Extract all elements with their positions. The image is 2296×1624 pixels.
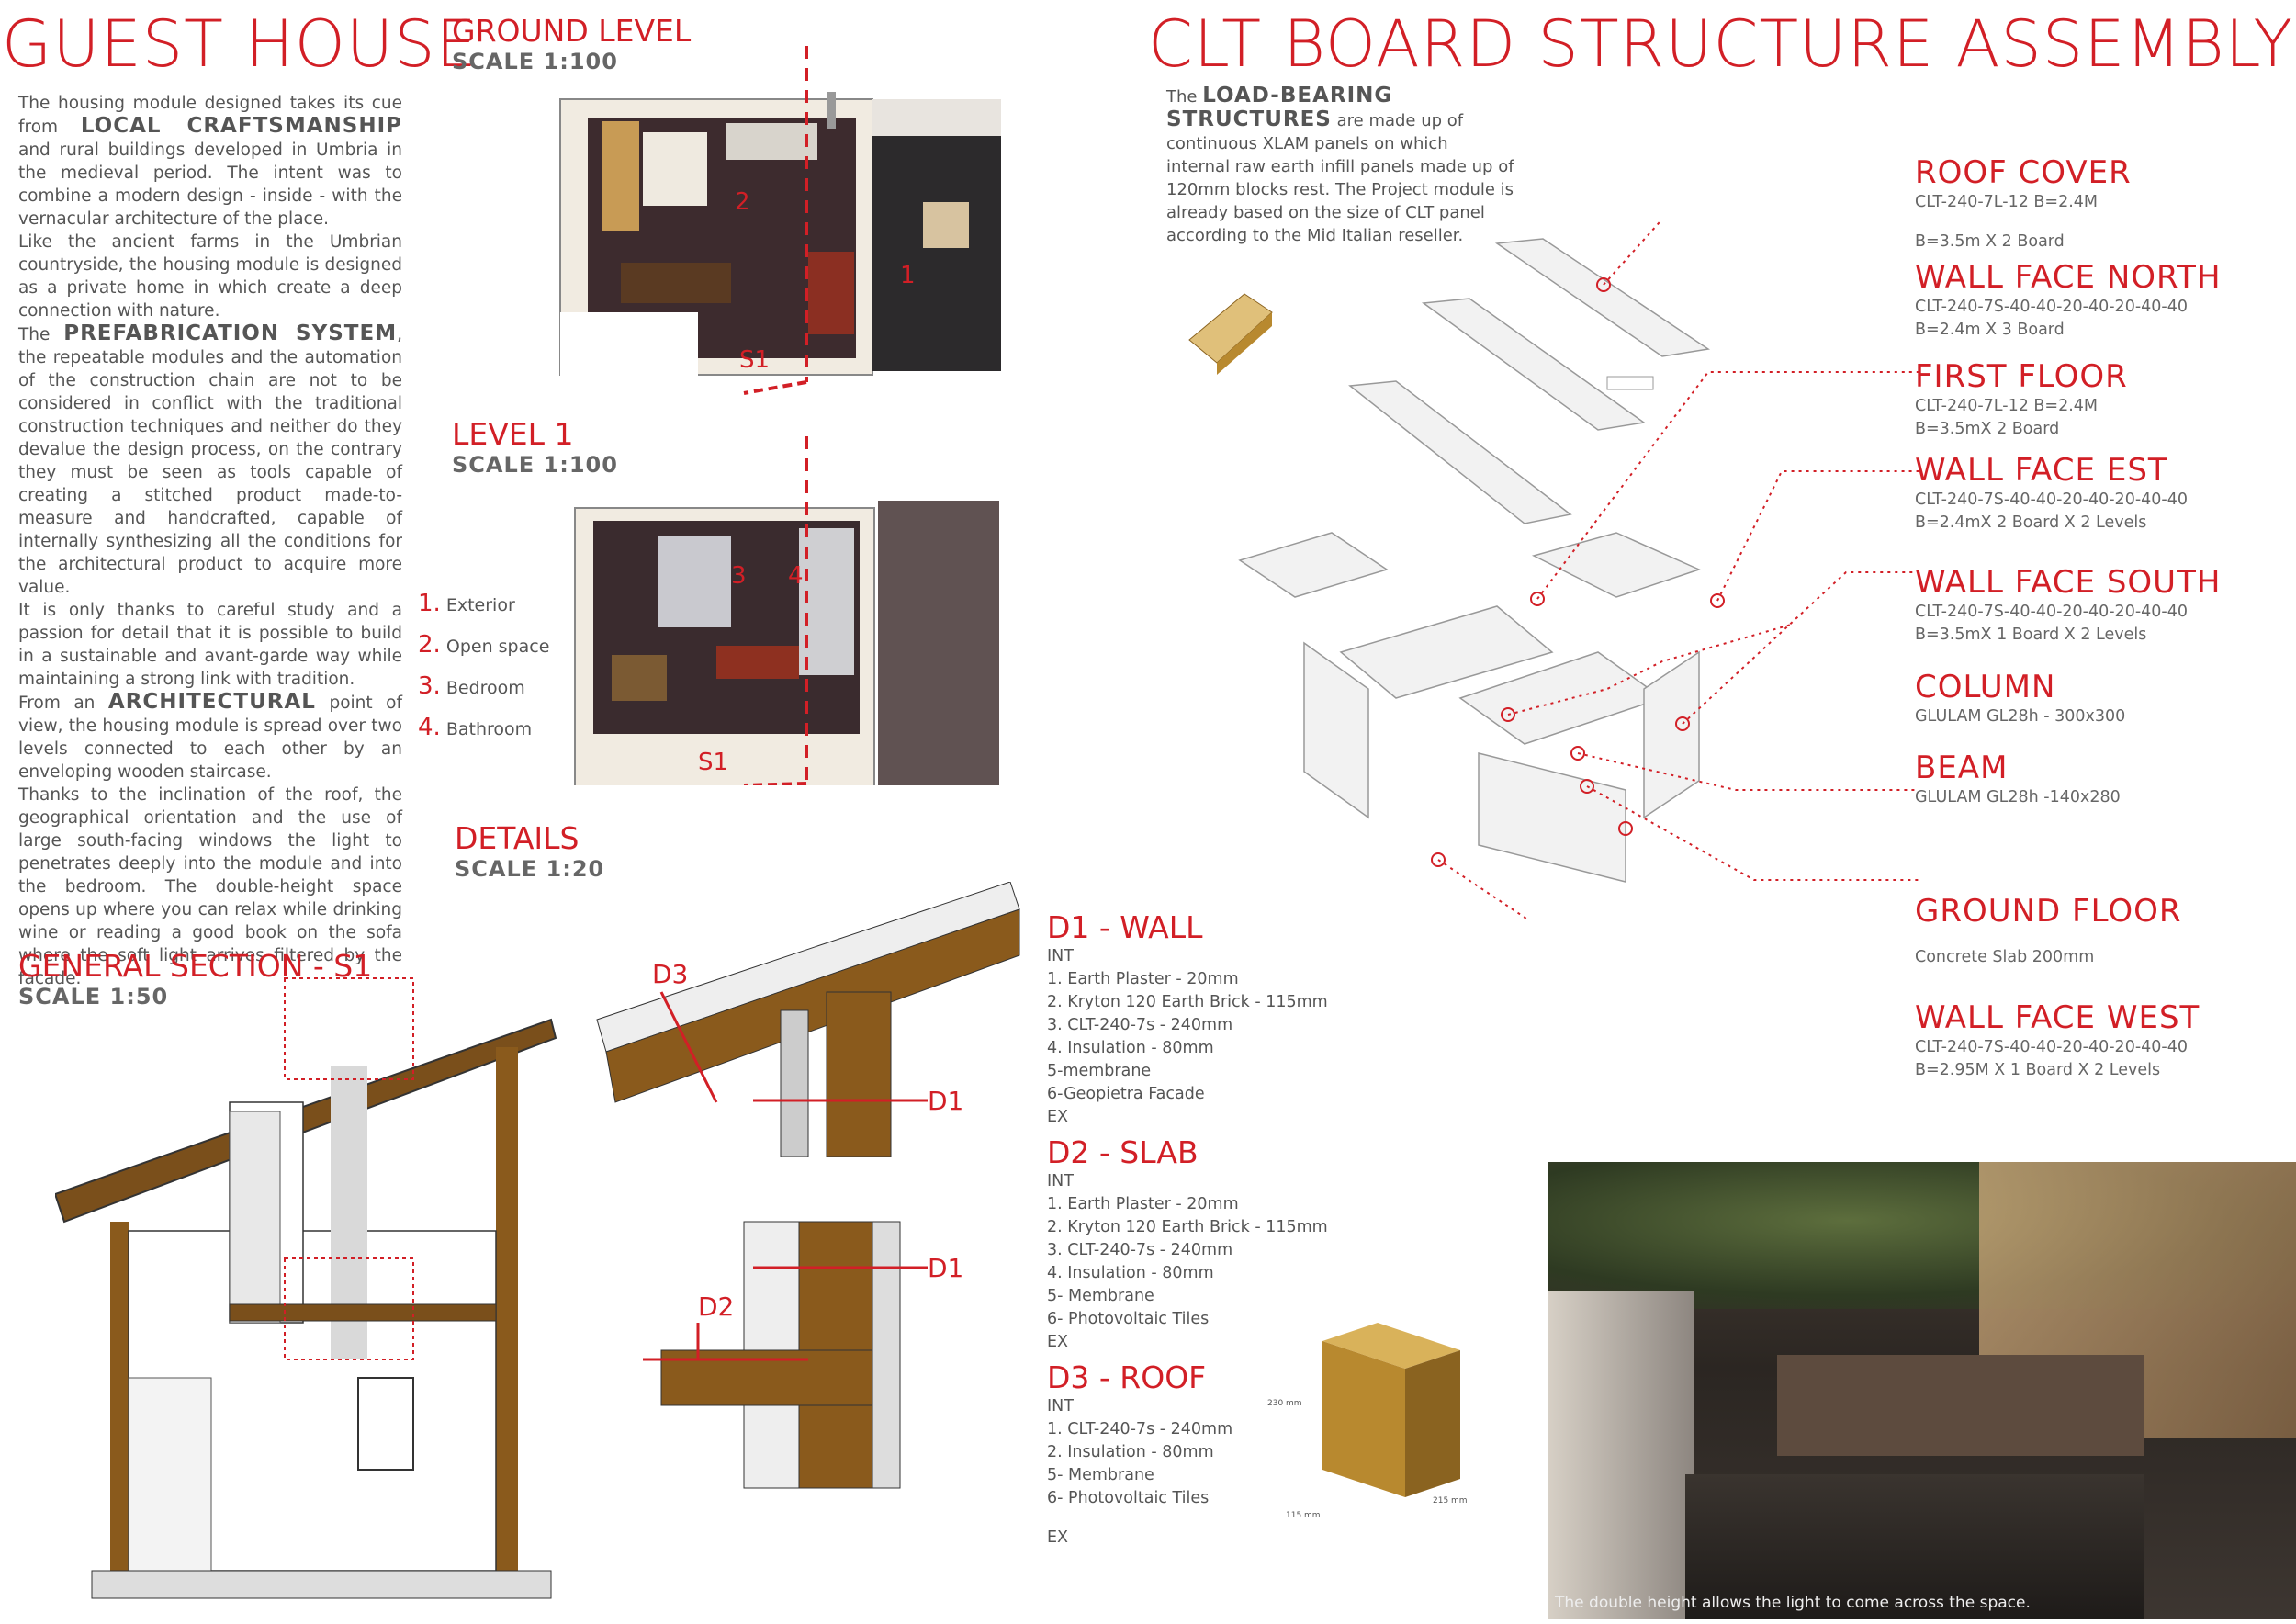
brick-height: 230 mm — [1267, 1399, 1302, 1408]
component-wall-face-south: WALL FACE SOUTH CLT-240-7S-40-40-20-40-2… — [1915, 564, 2222, 644]
component-column: COLUMN GLULAM GL28h - 300x300 — [1915, 669, 2126, 726]
intro-p1-bold: LOCAL CRAFTSMANSHIP — [80, 114, 402, 138]
general-section-title: GENERAL SECTION - S1 — [18, 948, 373, 984]
intro-p3-start: The — [18, 325, 51, 344]
clt-intro: The LOAD-BEARING STRUCTURES are made up … — [1166, 84, 1514, 246]
general-section-scale: SCALE 1:50 — [18, 984, 169, 1009]
d2-list: INT 1. Earth Plaster - 20mm 2. Kryton 12… — [1047, 1172, 1328, 1351]
page-title: GUEST HOUSE — [2, 6, 478, 82]
d1-tag-bottom: D1 — [928, 1253, 963, 1283]
ground-level-plan: 2 1 S1 — [558, 46, 1001, 395]
intro-p3-end: , the repeatable modules and the automat… — [18, 325, 402, 597]
d2-tag: D2 — [698, 1291, 734, 1322]
ground-level-heading: GROUND LEVEL SCALE 1:100 — [452, 13, 691, 74]
intro-p1-end: and rural buildings developed in Umbria … — [18, 141, 402, 229]
details-scale: SCALE 1:20 — [455, 856, 605, 882]
d1-list: INT 1. Earth Plaster - 20mm 2. Kryton 12… — [1047, 947, 1328, 1126]
clt-panel-icon — [1188, 293, 1273, 375]
d3-title: D3 - ROOF — [1047, 1359, 1207, 1395]
room-1-label: 1 — [900, 262, 916, 289]
level1-section-mark: S1 — [698, 749, 729, 776]
intro-p5-start: From an — [18, 694, 96, 713]
interior-render: The double height allows the light to co… — [1548, 1162, 2296, 1619]
details-title: DETAILS — [455, 820, 580, 856]
d1-legend: D1 - WALL INT 1. Earth Plaster - 20mm 2.… — [1047, 909, 1328, 1129]
earth-brick-illustration: 230 mm 115 mm 215 mm — [1267, 1323, 1468, 1520]
brick-width-2: 215 mm — [1433, 1496, 1468, 1506]
component-wall-face-west: WALL FACE WEST CLT-240-7S-40-40-20-40-20… — [1915, 999, 2200, 1079]
intro-p4: It is only thanks to careful study and a… — [18, 601, 402, 689]
level1-title: LEVEL 1 — [452, 416, 574, 452]
legend-item: 2. Open space — [418, 631, 550, 659]
intro-p5-bold: ARCHITECTURAL — [107, 690, 316, 714]
render-floor — [1685, 1474, 2144, 1619]
ground-section-mark: S1 — [739, 346, 770, 374]
clt-title: CLT BOARD STRUCTURE ASSEMBLY — [1148, 6, 2294, 82]
room-3-label: 3 — [731, 562, 747, 590]
d2-legend: D2 - SLAB INT 1. Earth Plaster - 20mm 2.… — [1047, 1134, 1328, 1354]
d2-title: D2 - SLAB — [1047, 1134, 1199, 1170]
room-2-label: 2 — [735, 188, 750, 216]
clt-intro-bold: LOAD-BEARING STRUCTURES — [1166, 84, 1393, 131]
intro-p6: Thanks to the inclination of the roof, t… — [18, 785, 402, 988]
level1-heading: LEVEL 1 SCALE 1:100 — [452, 416, 618, 478]
legend-item: 3. Bedroom — [418, 672, 525, 700]
render-caption: The double height allows the light to co… — [1555, 1594, 2031, 1612]
legend-item: 4. Bathroom — [418, 714, 533, 741]
component-roof-cover: ROOF COVER CLT-240-7L-12 B=2.4M B=3.5m X… — [1915, 154, 2132, 251]
ground-level-scale: SCALE 1:100 — [452, 49, 618, 74]
room-legend: 1. Exterior 2. Open space 3. Bedroom 4. … — [418, 584, 549, 750]
d1-title: D1 - WALL — [1047, 909, 1203, 945]
component-first-floor: FIRST FLOOR CLT-240-7L-12 B=2.4M B=3.5mX… — [1915, 358, 2128, 438]
intro-p3-bold: PREFABRICATION SYSTEM — [63, 321, 398, 345]
intro-text: The housing module designed takes its cu… — [18, 92, 402, 990]
general-section-heading: GENERAL SECTION - S1 SCALE 1:50 — [18, 948, 372, 1009]
component-wall-face-est: WALL FACE EST CLT-240-7S-40-40-20-40-20-… — [1915, 452, 2188, 532]
brick-width-1: 115 mm — [1286, 1511, 1321, 1520]
general-section-drawing — [55, 977, 557, 1599]
intro-p2: Like the ancient farms in the Umbrian co… — [18, 232, 402, 321]
render-room — [1777, 1355, 2144, 1456]
level1-scale: SCALE 1:100 — [452, 452, 618, 478]
detail-d2-drawing: D1 D2 — [643, 1221, 963, 1489]
d3-list: INT 1. CLT-240-7s - 240mm 2. Insulation … — [1047, 1397, 1233, 1547]
d3-tag: D3 — [652, 959, 688, 989]
level1-plan: 3 4 — [574, 436, 999, 785]
room-4-label: 4 — [788, 562, 804, 590]
intro-p5-end: point of view, the housing module is spr… — [18, 694, 402, 782]
details-heading: DETAILS SCALE 1:20 — [455, 820, 604, 882]
intro-p1-start: The housing module designed takes its cu… — [18, 94, 402, 137]
d3-legend: D3 - ROOF INT 1. CLT-240-7s - 240mm 2. I… — [1047, 1359, 1232, 1550]
component-wall-face-north: WALL FACE NORTH CLT-240-7S-40-40-20-40-2… — [1915, 259, 2222, 339]
component-ground-floor: GROUND FLOOR Concrete Slab 200mm — [1915, 893, 2182, 966]
d1-tag-top: D1 — [928, 1086, 963, 1116]
detail-d3-drawing: D3 D1 — [596, 882, 1020, 1157]
ground-level-title: GROUND LEVEL — [452, 13, 692, 49]
clt-exploded-axonometric — [1238, 220, 1919, 919]
component-beam: BEAM GLULAM GL28h -140x280 — [1915, 750, 2121, 806]
legend-item: 1. Exterior — [418, 590, 515, 617]
render-window-wall — [1548, 1291, 1694, 1619]
